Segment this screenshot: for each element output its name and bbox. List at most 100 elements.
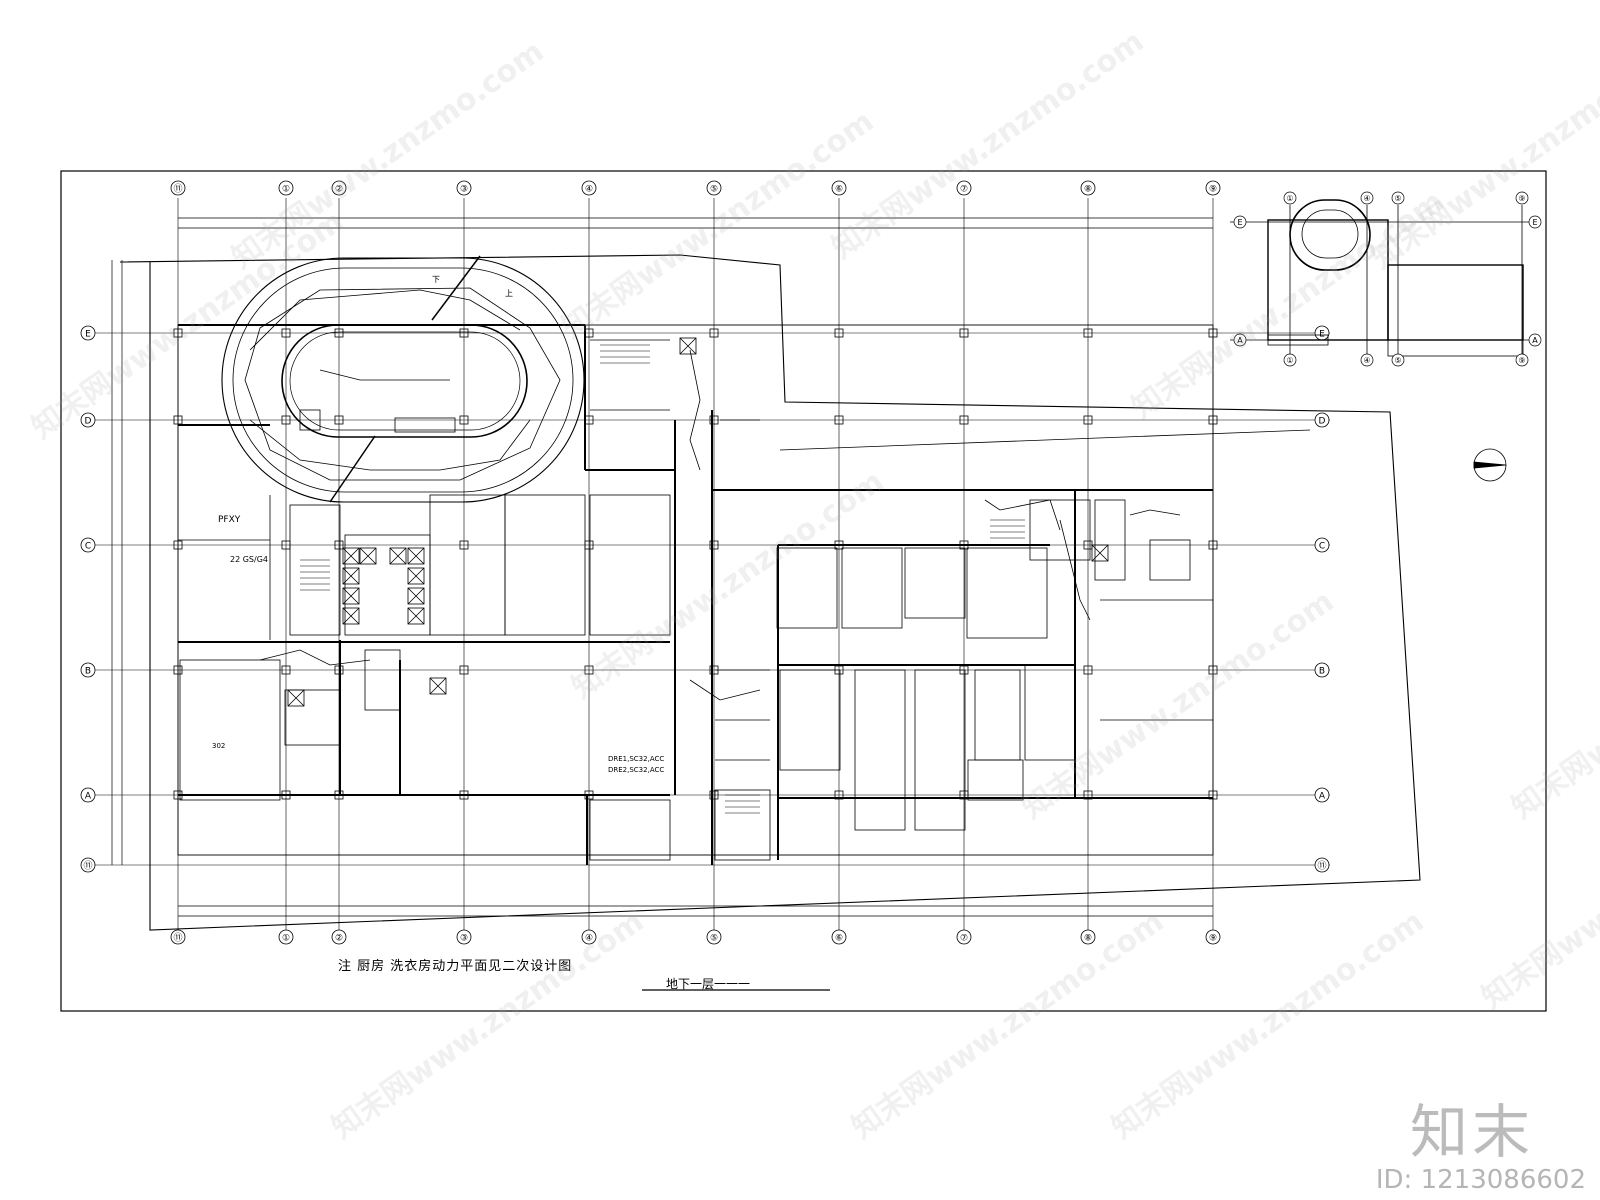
shaft-box [407,607,425,625]
col-axis-bubble: ⑧ [1080,929,1096,945]
col-axis-bubble: ③ [456,929,472,945]
label-stair-up: 上 [505,289,513,298]
column-marker [959,790,969,800]
column-marker [709,790,719,800]
col-axis-label: ① [282,185,290,195]
column-marker [959,540,969,550]
column-marker [1083,665,1093,675]
column-marker [281,415,291,425]
key-row-bubble: E [1233,215,1247,229]
column-marker [584,328,594,338]
shaft-box [407,547,425,565]
column-marker [281,328,291,338]
image-id: ID: 1213086602 [1375,1165,1586,1195]
col-axis-bubble: ④ [581,180,597,196]
col-axis-label: ③ [460,934,468,944]
key-col-label: ① [1286,194,1293,203]
shaft-box [342,567,360,585]
label-dre2: DRE2,SC32,ACC [608,766,664,774]
column-marker [1208,540,1218,550]
shaft-box [287,689,305,707]
column-marker [459,790,469,800]
col-axis-bubble: ⑪ [170,180,186,196]
col-axis-label: ⑪ [173,184,182,195]
key-col-bubble: ⑨ [1515,353,1529,367]
col-axis-label: ⑥ [835,934,843,944]
key-col-label: ⑤ [1394,356,1401,365]
column-marker [709,328,719,338]
column-marker [281,540,291,550]
col-axis-bubble: ⑪ [170,929,186,945]
column-marker [1083,540,1093,550]
col-axis-bubble: ⑥ [831,180,847,196]
col-axis-label: ④ [585,934,593,944]
row-axis-label: B [1319,667,1325,677]
key-col-bubble: ⑤ [1391,191,1405,205]
col-axis-label: ⑧ [1084,934,1092,944]
col-axis-label: ② [335,185,343,195]
col-axis-label: ① [282,934,290,944]
column-marker [709,665,719,675]
column-marker [459,328,469,338]
column-marker [834,665,844,675]
key-col-label: ④ [1363,356,1370,365]
column-marker [834,415,844,425]
col-axis-label: ⑦ [960,934,968,944]
partitions [178,339,1311,861]
dimension-lines [111,217,1213,917]
key-row-bubble: E [1528,215,1542,229]
key-row-bubble: A [1528,333,1542,347]
col-axis-bubble: ④ [581,929,597,945]
column-marker [1208,790,1218,800]
shaft-box [389,547,407,565]
col-axis-label: ② [335,934,343,944]
col-axis-bubble: ⑦ [956,180,972,196]
column-marker [459,415,469,425]
key-row-bubble: A [1233,333,1247,347]
col-axis-bubble: ② [331,929,347,945]
plan-title: 地下一层一一一 [666,977,751,991]
row-axis-label: E [85,330,91,340]
col-axis-bubble: ⑦ [956,929,972,945]
col-axis-label: ⑥ [835,185,843,195]
row-axis-label: A [85,792,92,802]
shaft-box [342,547,360,565]
column-marker [334,415,344,425]
column-marker [173,415,183,425]
column-marker [834,328,844,338]
column-marker [584,540,594,550]
col-axis-label: ③ [460,185,468,195]
column-marker [1083,415,1093,425]
column-marker [709,415,719,425]
col-axis-bubble: ⑧ [1080,180,1096,196]
building-outline [119,254,1421,931]
key-col-label: ⑨ [1518,356,1525,365]
label-pfxy: PFXY [218,515,241,525]
column-marker [459,540,469,550]
col-axis-label: ⑦ [960,185,968,195]
column-marker [584,790,594,800]
column-marker [334,328,344,338]
shaft-box [342,607,360,625]
column-marker [1208,328,1218,338]
column-marker [959,415,969,425]
column-marker [173,790,183,800]
row-axis-label: D [85,417,92,427]
key-row-label: E [1237,218,1242,227]
row-grid-lines [88,332,1330,866]
col-axis-label: ⑪ [173,933,182,944]
row-axis-bubble: A [1314,787,1330,803]
col-axis-label: ⑤ [710,934,718,944]
label-panel-22: 22 GS/G4 [230,555,268,564]
column-marker [173,540,183,550]
row-axis-bubble: C [1314,537,1330,553]
row-axis-bubble: ⑪ [1314,857,1330,873]
key-col-bubble: ① [1283,191,1297,205]
row-axis-label: C [1319,542,1325,552]
row-axis-bubble: B [80,662,96,678]
column-marker [334,790,344,800]
key-col-bubble: ④ [1360,191,1374,205]
key-col-bubble: ① [1283,353,1297,367]
